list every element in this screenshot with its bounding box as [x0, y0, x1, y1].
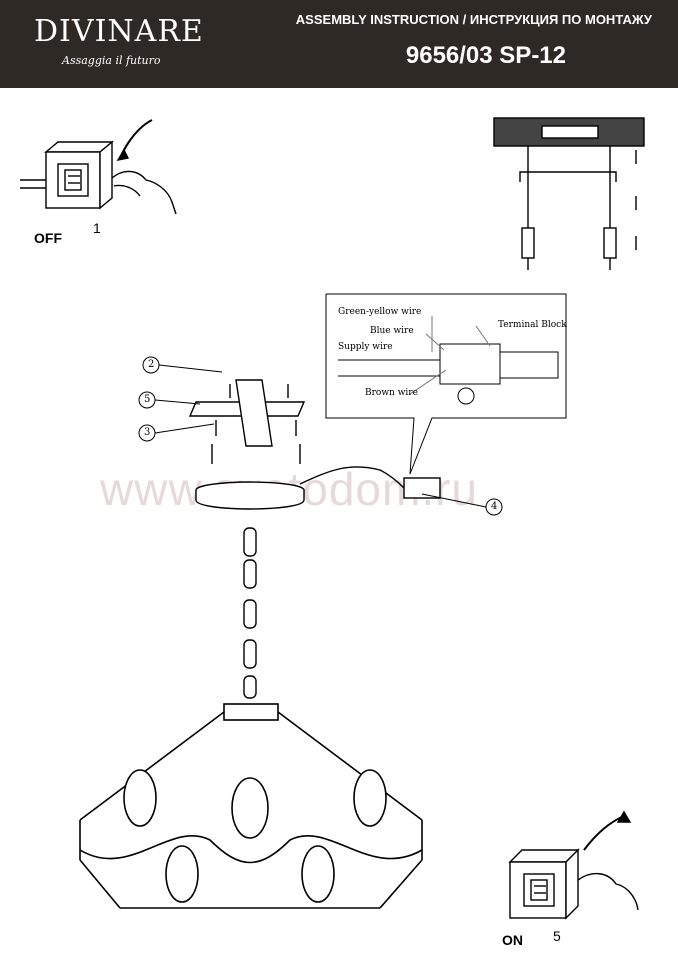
terminal-block-label: Terminal Block	[498, 320, 567, 330]
wiring-detail-box	[325, 293, 567, 475]
step-number-1: 1	[93, 220, 101, 236]
callout-4: 4	[491, 501, 498, 512]
supply-wire-label: Supply wire	[338, 342, 393, 352]
switch-on-illustration	[508, 810, 639, 920]
canopy	[195, 466, 441, 510]
green-yellow-wire-label: Green-yellow wire	[338, 307, 422, 317]
brown-wire-label: Brown wire	[365, 388, 418, 398]
brand-logo: DIVINARE	[34, 14, 204, 49]
callout-2: 2	[148, 359, 155, 370]
step-off-label: OFF	[34, 230, 62, 246]
callout-5: 5	[144, 394, 151, 405]
document-title: ASSEMBLY INSTRUCTION / ИНСТРУКЦИЯ ПО МОН…	[295, 12, 652, 27]
callout-3: 3	[144, 427, 151, 438]
brand-tagline: Assaggia il futuro	[62, 54, 161, 67]
mounting-bracket	[188, 379, 306, 464]
header-bar: DIVINARE Assaggia il futuro ASSEMBLY INS…	[0, 0, 678, 88]
switch-off-illustration	[20, 119, 177, 215]
step-number-5: 5	[553, 928, 561, 944]
callout-markers	[138, 356, 503, 516]
chain	[243, 527, 257, 699]
ceiling-mount-illustration	[493, 117, 645, 270]
model-number: 9656/03 SP-12	[405, 42, 566, 69]
step-on-label: ON	[502, 932, 523, 948]
chandelier-frame	[79, 703, 423, 909]
blue-wire-label: Blue wire	[370, 326, 414, 336]
